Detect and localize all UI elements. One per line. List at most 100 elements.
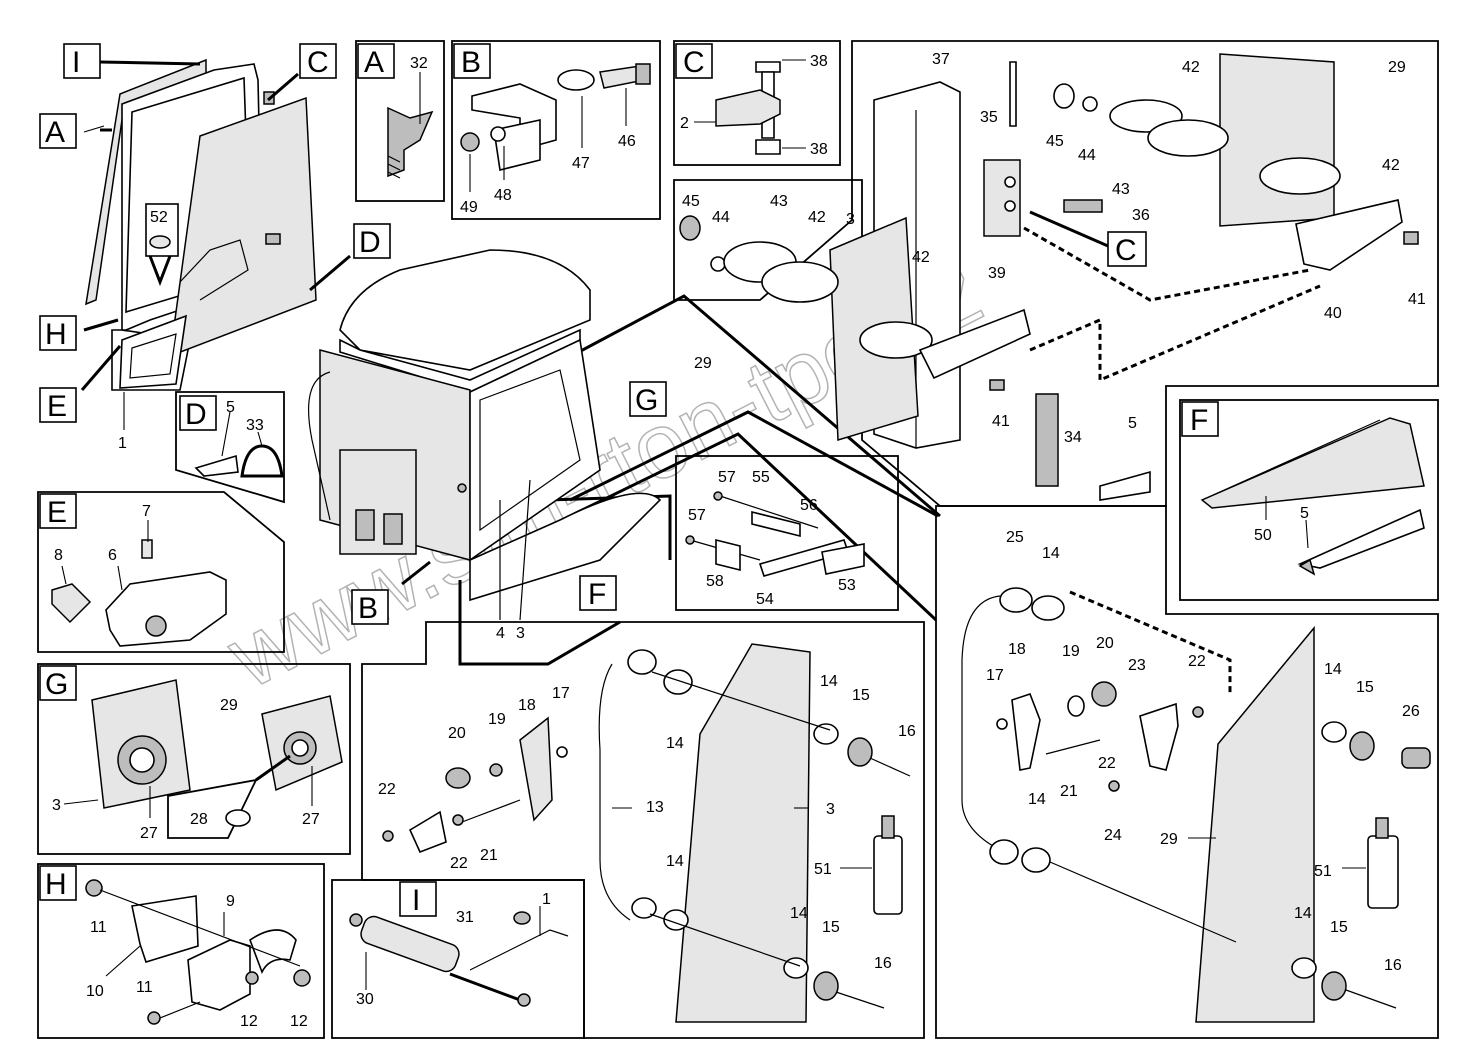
part-42-mid: 42 bbox=[912, 249, 930, 266]
part-15-front-top: 15 bbox=[852, 687, 870, 704]
part-55: 55 bbox=[752, 469, 770, 486]
panel-h-frame bbox=[37, 863, 325, 1039]
part-14-rear-b: 14 bbox=[1028, 791, 1046, 808]
pointer-line-lock bbox=[547, 494, 672, 560]
section-a-main: A bbox=[45, 116, 65, 149]
panel-i-strut bbox=[349, 906, 569, 1007]
section-i-main: I bbox=[72, 46, 80, 79]
label-box-c-panel bbox=[675, 43, 713, 79]
part-44-left: 44 bbox=[712, 209, 730, 226]
part-25: 25 bbox=[1006, 529, 1024, 546]
part-20-front: 20 bbox=[448, 725, 466, 742]
part-34: 34 bbox=[1064, 429, 1082, 446]
part-14-rear-a: 14 bbox=[1042, 545, 1060, 562]
part-36: 36 bbox=[1132, 207, 1150, 224]
part-21-rear: 21 bbox=[1060, 783, 1078, 800]
part-22-front-top: 22 bbox=[378, 781, 396, 798]
part-15-rear-top: 15 bbox=[1356, 679, 1374, 696]
part-37: 37 bbox=[932, 51, 950, 68]
section-c-panel: C bbox=[683, 46, 705, 79]
part-14-front-c: 14 bbox=[666, 853, 684, 870]
part-35: 35 bbox=[980, 109, 998, 126]
part-31: 31 bbox=[456, 909, 474, 926]
front-window-parts bbox=[382, 643, 911, 1023]
panel-a-seal bbox=[387, 72, 434, 179]
label-box-a-main bbox=[39, 113, 77, 149]
part-9: 9 bbox=[226, 893, 235, 910]
part-14-rear-d: 14 bbox=[1294, 905, 1312, 922]
panel-rear-window-frame bbox=[935, 505, 1439, 1039]
label-box-b-panel bbox=[453, 43, 491, 79]
part-20-rear: 20 bbox=[1096, 635, 1114, 652]
part-32: 32 bbox=[410, 55, 428, 72]
section-labels: I A C H E D B G F C A B C D E G H I F bbox=[39, 43, 1219, 917]
part-53: 53 bbox=[838, 577, 856, 594]
part-49: 49 bbox=[460, 199, 478, 216]
part-29-hinge: 29 bbox=[1388, 59, 1406, 76]
section-c-main: C bbox=[307, 46, 329, 79]
part-5-d: 5 bbox=[226, 399, 235, 416]
part-15-rear-bottom: 15 bbox=[1330, 919, 1348, 936]
part-27-left: 27 bbox=[140, 825, 158, 842]
section-d-main: D bbox=[359, 226, 381, 259]
part-43-right: 43 bbox=[1112, 181, 1130, 198]
panel-lock-frame bbox=[675, 455, 899, 611]
part-57-bottom: 57 bbox=[688, 507, 706, 524]
part-2: 2 bbox=[680, 115, 689, 132]
label-box-i-main bbox=[63, 43, 101, 79]
part-50: 50 bbox=[1254, 527, 1272, 544]
part-15-front-bottom: 15 bbox=[822, 919, 840, 936]
cab-body bbox=[307, 249, 662, 621]
part-28: 28 bbox=[190, 811, 208, 828]
hinge-post-assembly bbox=[679, 53, 1419, 501]
part-19-front: 19 bbox=[488, 711, 506, 728]
part-18-front: 18 bbox=[518, 697, 536, 714]
label-box-d-main bbox=[353, 223, 391, 259]
rear-window-parts bbox=[961, 587, 1431, 1023]
lock-panel-parts bbox=[685, 491, 865, 577]
part-12-left: 12 bbox=[240, 1013, 258, 1030]
part-58: 58 bbox=[706, 573, 724, 590]
label-box-h-main bbox=[39, 315, 77, 351]
part-43-left: 43 bbox=[770, 193, 788, 210]
part-17-front: 17 bbox=[552, 685, 570, 702]
label-box-f-panel bbox=[1181, 401, 1219, 437]
part-8: 8 bbox=[54, 547, 63, 564]
part-27-right: 27 bbox=[302, 811, 320, 828]
part-57-top: 57 bbox=[718, 469, 736, 486]
door-assembly bbox=[80, 58, 351, 430]
section-b-main: B bbox=[358, 592, 378, 625]
part-44-right: 44 bbox=[1078, 147, 1096, 164]
panel-c-hinge-pin bbox=[694, 59, 806, 155]
panel-f-frame bbox=[1179, 399, 1439, 601]
part-16-rear: 16 bbox=[1384, 957, 1402, 974]
part-16-front-top: 16 bbox=[898, 723, 916, 740]
part-41-right: 41 bbox=[1408, 291, 1426, 308]
part-51-rear: 51 bbox=[1314, 863, 1332, 880]
section-f-main: F bbox=[588, 578, 606, 611]
part-41-left: 41 bbox=[992, 413, 1010, 430]
panel-d-frame bbox=[175, 391, 285, 504]
section-c-hinge: C bbox=[1115, 234, 1137, 267]
section-d-panel: D bbox=[185, 398, 207, 431]
part-26: 26 bbox=[1402, 703, 1420, 720]
label-box-i-panel bbox=[399, 881, 437, 917]
panel-c-frame bbox=[673, 40, 841, 166]
panel-b-frame bbox=[451, 40, 661, 220]
part-6: 6 bbox=[108, 547, 117, 564]
part-14-front-d: 14 bbox=[790, 905, 808, 922]
part-3-g: 3 bbox=[52, 797, 61, 814]
panel-d-parts bbox=[194, 411, 284, 478]
section-a-panel: A bbox=[364, 46, 384, 79]
part-10: 10 bbox=[86, 983, 104, 1000]
part-51-front: 51 bbox=[814, 861, 832, 878]
part-42-top: 42 bbox=[1182, 59, 1200, 76]
part-56: 56 bbox=[800, 497, 818, 514]
part-54: 54 bbox=[756, 591, 774, 608]
part-3-front: 3 bbox=[826, 801, 835, 818]
part-52: 52 bbox=[150, 209, 168, 226]
part-5-f: 5 bbox=[1300, 505, 1309, 522]
pointer-line-g bbox=[569, 410, 939, 518]
panel-e-frame bbox=[37, 491, 285, 653]
